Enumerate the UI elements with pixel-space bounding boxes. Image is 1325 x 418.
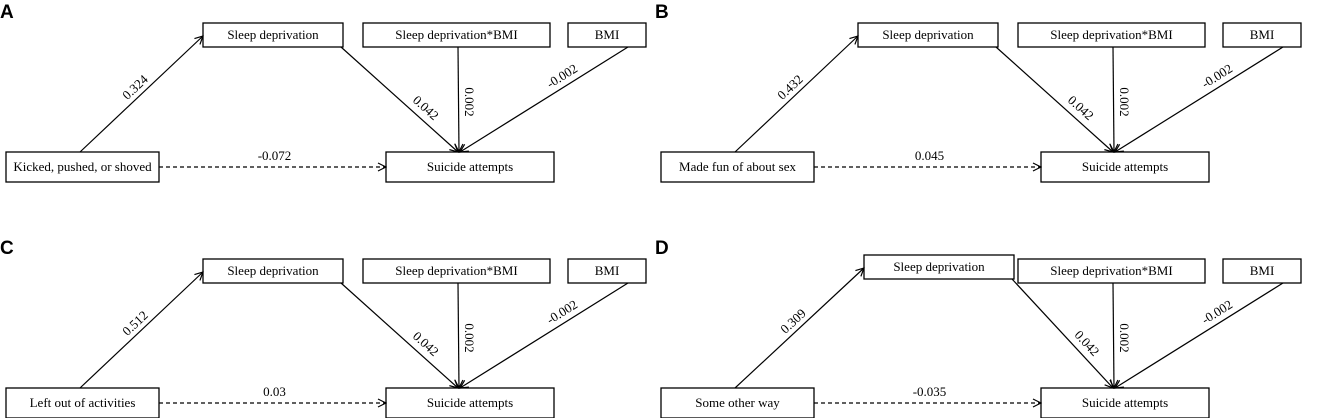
sleep-deprivation-label: Sleep deprivation [227, 263, 319, 278]
sleep-deprivation-box [202, 258, 344, 284]
bmi-label: BMI [1250, 27, 1275, 42]
interaction-box [362, 22, 551, 48]
coef-sleep-outcome: 0.042 [410, 92, 442, 123]
coef-direct-effect: -0.035 [913, 384, 947, 399]
coef-predictor-sleep: 0.324 [119, 71, 151, 102]
panel-a: A Kicked, pushed, or shoved Sleep deprivat… [0, 2, 647, 183]
arrow-sleep-to-outcome [1011, 278, 1113, 388]
suicide-attempts-box [1040, 151, 1210, 183]
arrow-interaction-to-outcome [458, 46, 459, 152]
predictor-label: Some other way [695, 395, 780, 410]
arrow-interaction-to-outcome [458, 282, 459, 388]
arrow-interaction-to-outcome [1113, 46, 1114, 152]
bmi-box [1222, 22, 1302, 48]
interaction-label: Sleep deprivation*BMI [395, 263, 517, 278]
predictor-box [5, 151, 160, 183]
panel-letter: B [655, 2, 669, 23]
sleep-deprivation-box [863, 254, 1015, 280]
bmi-box [1222, 258, 1302, 284]
suicide-attempts-label: Suicide attempts [427, 159, 513, 174]
suicide-attempts-box [385, 151, 555, 183]
panel-letter: D [655, 238, 669, 259]
coef-interaction-outcome: 0.002 [1117, 323, 1132, 352]
predictor-box [660, 387, 815, 418]
sleep-deprivation-box [202, 22, 344, 48]
arrow-interaction-to-outcome [1113, 282, 1114, 388]
arrow-sleep-to-outcome [340, 46, 458, 152]
arrow-bmi-to-outcome [1115, 46, 1284, 152]
coef-predictor-sleep: 0.309 [777, 306, 809, 337]
coef-sleep-outcome: 0.042 [1072, 327, 1103, 359]
suicide-attempts-box [385, 387, 555, 418]
arrow-predictor-to-sleep [734, 36, 858, 153]
panel-letter: C [0, 238, 14, 259]
bmi-label: BMI [595, 27, 620, 42]
interaction-box [1017, 22, 1206, 48]
coef-sleep-outcome: 0.042 [1065, 92, 1097, 123]
sleep-deprivation-label: Sleep deprivation [882, 27, 974, 42]
suicide-attempts-label: Suicide attempts [1082, 159, 1168, 174]
sleep-deprivation-label: Sleep deprivation [893, 259, 985, 274]
bmi-box [567, 258, 647, 284]
arrow-sleep-to-outcome [340, 282, 458, 388]
coef-direct-effect: -0.072 [258, 148, 292, 163]
predictor-label: Left out of activities [30, 395, 136, 410]
interaction-label: Sleep deprivation*BMI [395, 27, 517, 42]
interaction-box [1017, 258, 1206, 284]
panel-c: C Left out of activities Sleep deprivation… [0, 238, 647, 418]
coef-bmi-outcome: -0.002 [544, 297, 580, 328]
sleep-deprivation-box [857, 22, 999, 48]
coef-bmi-outcome: -0.002 [1199, 297, 1235, 328]
arrow-bmi-to-outcome [460, 282, 629, 388]
coef-predictor-sleep: 0.432 [774, 72, 806, 103]
sleep-deprivation-label: Sleep deprivation [227, 27, 319, 42]
suicide-attempts-label: Suicide attempts [1082, 395, 1168, 410]
predictor-label: Kicked, pushed, or shoved [13, 159, 152, 174]
panel-letter: A [0, 2, 14, 23]
coef-direct-effect: 0.03 [263, 384, 286, 399]
panel-d: D Some other way Sleep deprivation Sleep de… [655, 238, 1302, 418]
coef-sleep-outcome: 0.042 [410, 328, 442, 359]
suicide-attempts-label: Suicide attempts [427, 395, 513, 410]
interaction-label: Sleep deprivation*BMI [1050, 27, 1172, 42]
arrow-predictor-to-sleep [79, 272, 203, 389]
coef-bmi-outcome: -0.002 [1199, 61, 1235, 92]
coef-direct-effect: 0.045 [915, 148, 944, 163]
interaction-label: Sleep deprivation*BMI [1050, 263, 1172, 278]
coef-interaction-outcome: 0.002 [1117, 87, 1132, 116]
arrow-predictor-to-sleep [734, 268, 864, 389]
predictor-box [5, 387, 160, 418]
bmi-label: BMI [595, 263, 620, 278]
bmi-label: BMI [1250, 263, 1275, 278]
arrow-predictor-to-sleep [79, 36, 203, 153]
arrow-sleep-to-outcome [995, 46, 1113, 152]
bmi-box [567, 22, 647, 48]
coef-predictor-sleep: 0.512 [119, 308, 151, 339]
predictor-label: Made fun of about sex [679, 159, 796, 174]
interaction-box [362, 258, 551, 284]
coef-bmi-outcome: -0.002 [544, 61, 580, 92]
arrow-bmi-to-outcome [1115, 282, 1284, 388]
coef-interaction-outcome: 0.002 [462, 323, 477, 352]
arrow-bmi-to-outcome [460, 46, 629, 152]
coef-interaction-outcome: 0.002 [462, 87, 477, 116]
